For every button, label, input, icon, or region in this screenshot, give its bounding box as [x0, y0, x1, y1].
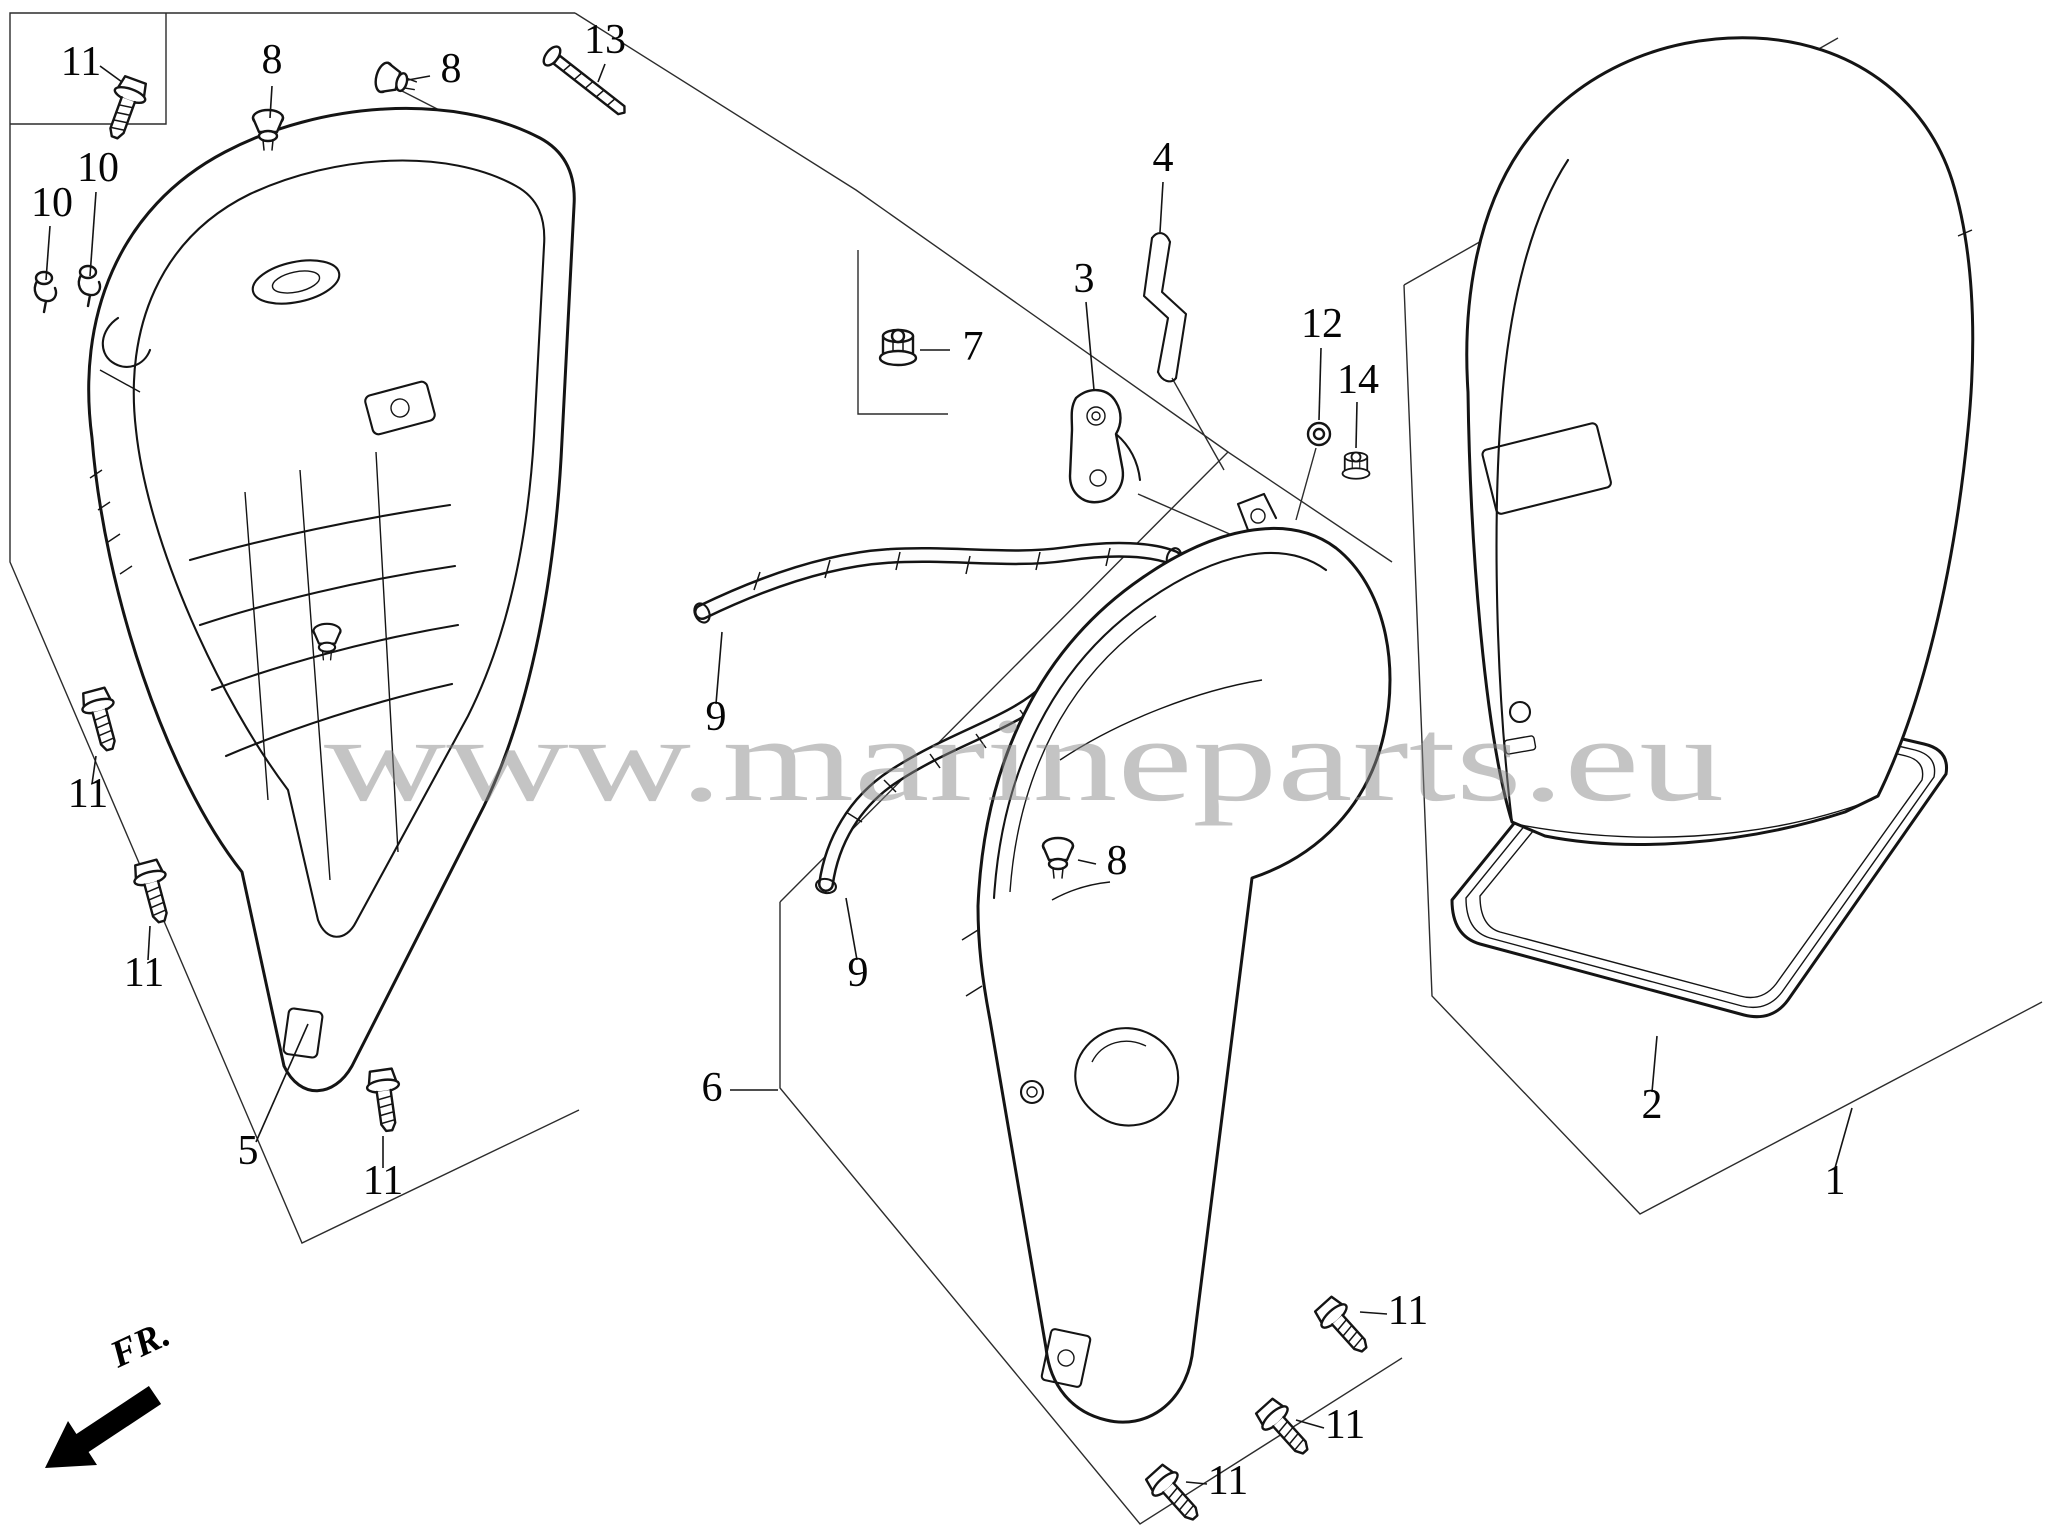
flange-bolt-icon [98, 73, 152, 144]
callout-13-3: 13 [584, 17, 626, 63]
callout-6-18: 6 [702, 1065, 723, 1111]
flange-bolt-icon [363, 1066, 407, 1134]
flange-bolt-icon [1251, 1394, 1319, 1464]
callout-14-10: 14 [1337, 357, 1379, 403]
callout-leader-5-16 [255, 1023, 309, 1143]
flange-nut-icon [878, 328, 918, 367]
callout-2-19: 2 [1642, 1082, 1663, 1128]
callout-leader-3-7 [1085, 301, 1095, 391]
washer-icon [1306, 421, 1332, 447]
callout-leader-4-6 [1159, 181, 1164, 233]
callout-11-23: 11 [1208, 1458, 1248, 1504]
flange-bolt-icon [129, 857, 179, 927]
flange-bolt-icon [77, 685, 127, 755]
callout-leader-10-5 [89, 191, 97, 277]
callout-9-13: 9 [848, 950, 869, 996]
callout-10-5: 10 [77, 145, 119, 191]
callout-3-7: 3 [1074, 256, 1095, 302]
watermark-text: www.marineparts.eu [324, 693, 1724, 826]
callout-leader-11-0 [99, 65, 123, 83]
callout-1-20: 1 [1825, 1158, 1846, 1204]
callout-5-16: 5 [238, 1128, 259, 1174]
callout-11-22: 11 [1325, 1402, 1365, 1448]
callout-11-15: 11 [124, 950, 164, 996]
callout-leader-9-11 [715, 631, 723, 705]
callout-10-4: 10 [31, 180, 73, 226]
callout-leader-8-2 [407, 75, 431, 81]
callout-leader-2-19 [1651, 1035, 1658, 1093]
callout-leader-13-3 [597, 63, 606, 83]
callout-leader-9-13 [845, 897, 858, 961]
callout-leader-11-22 [1295, 1419, 1325, 1429]
callout-9-11: 9 [706, 694, 727, 740]
flange-nut-icon [1341, 451, 1371, 480]
callout-11-0: 11 [61, 39, 101, 85]
front-arrow-icon [45, 1386, 162, 1468]
callout-leader-12-9 [1318, 347, 1322, 421]
callout-4-6: 4 [1153, 135, 1174, 181]
latch-lever-part [1068, 389, 1142, 504]
callout-7-8: 7 [963, 324, 984, 370]
clip-icon [77, 264, 102, 308]
callout-12-9: 12 [1301, 301, 1343, 347]
front-direction-indicator: FR. [45, 1313, 176, 1468]
grommet-screw-icon [371, 59, 421, 102]
callout-leader-8-12 [1077, 859, 1097, 865]
callout-11-17: 11 [363, 1158, 403, 1204]
callout-8-12: 8 [1107, 838, 1128, 884]
callout-leader-11-21 [1359, 1311, 1388, 1315]
front-direction-label: FR. [103, 1313, 176, 1377]
engine-hood-part [1465, 36, 1975, 846]
callout-leader-8-1 [269, 85, 273, 119]
stay-strip-part [1142, 232, 1188, 383]
callout-8-1: 8 [262, 37, 283, 83]
callout-leader-14-10 [1355, 401, 1358, 449]
callout-leader-1-20 [1834, 1107, 1853, 1169]
callout-11-14: 11 [68, 771, 108, 817]
left-side-cover-part [87, 106, 576, 1093]
callout-11-21: 11 [1388, 1288, 1428, 1334]
port-side-cover-part [961, 492, 1392, 1424]
callout-leader-11-14 [91, 755, 97, 785]
callout-leader-10-4 [45, 225, 51, 281]
callout-leader-11-15 [147, 925, 151, 961]
flange-bolt-icon [1310, 1292, 1378, 1362]
hardware-group [33, 42, 1378, 1527]
callout-leader-11-23 [1185, 1481, 1208, 1485]
callout-8-2: 8 [441, 46, 462, 92]
